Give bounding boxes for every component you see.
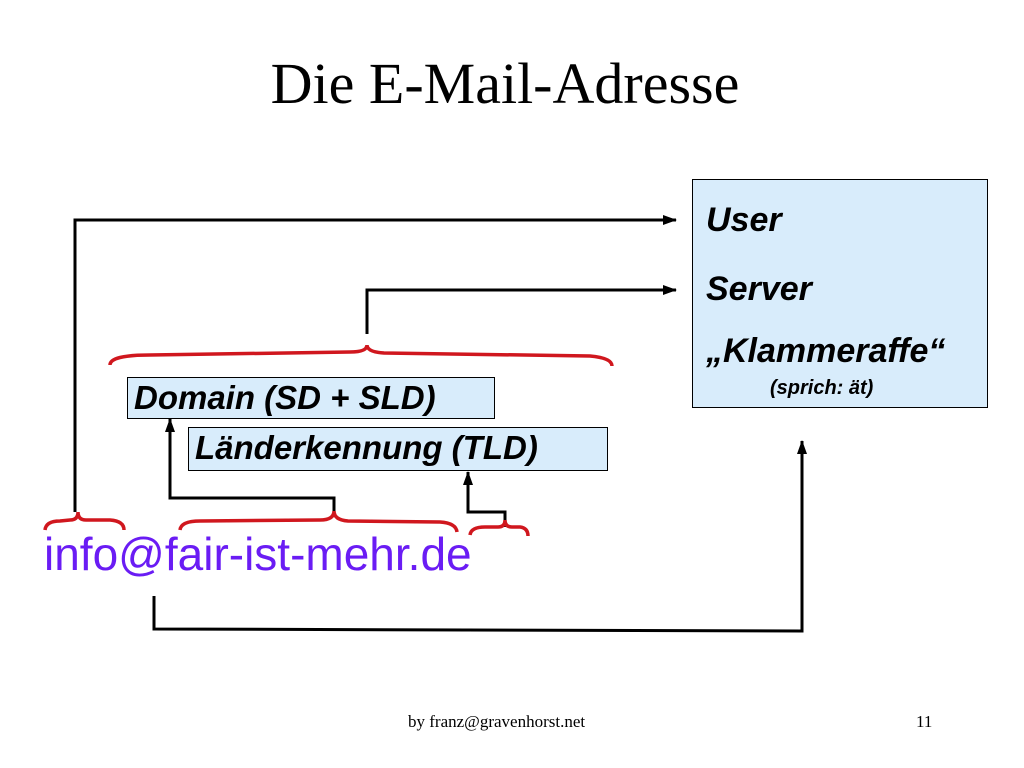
tld-label-box: Länderkennung (TLD)	[188, 427, 608, 471]
server-connector	[365, 285, 677, 334]
page-number: 11	[916, 712, 933, 731]
user-connector	[73, 215, 677, 512]
footer-author: by franz@gravenhorst.net	[408, 712, 586, 731]
domain-label-box: Domain (SD + SLD)	[127, 377, 495, 419]
at-pronunciation-label: (sprich: ät)	[770, 377, 874, 399]
server-label: Server	[706, 270, 812, 308]
domain-connector	[165, 418, 336, 517]
tld-connector	[463, 471, 507, 527]
user-label: User	[706, 201, 782, 239]
tld-brace	[468, 519, 530, 537]
user-brace	[43, 511, 126, 531]
slide-title: Die E-Mail-Adresse	[270, 51, 740, 116]
sld-brace	[178, 510, 459, 533]
at-sign-label: „Klammeraffe“	[706, 332, 946, 370]
email-address: info@fair-ist-mehr.de	[44, 528, 472, 580]
address-parts-legend	[692, 179, 988, 408]
domain-brace	[108, 344, 614, 367]
at-connector	[152, 440, 807, 633]
